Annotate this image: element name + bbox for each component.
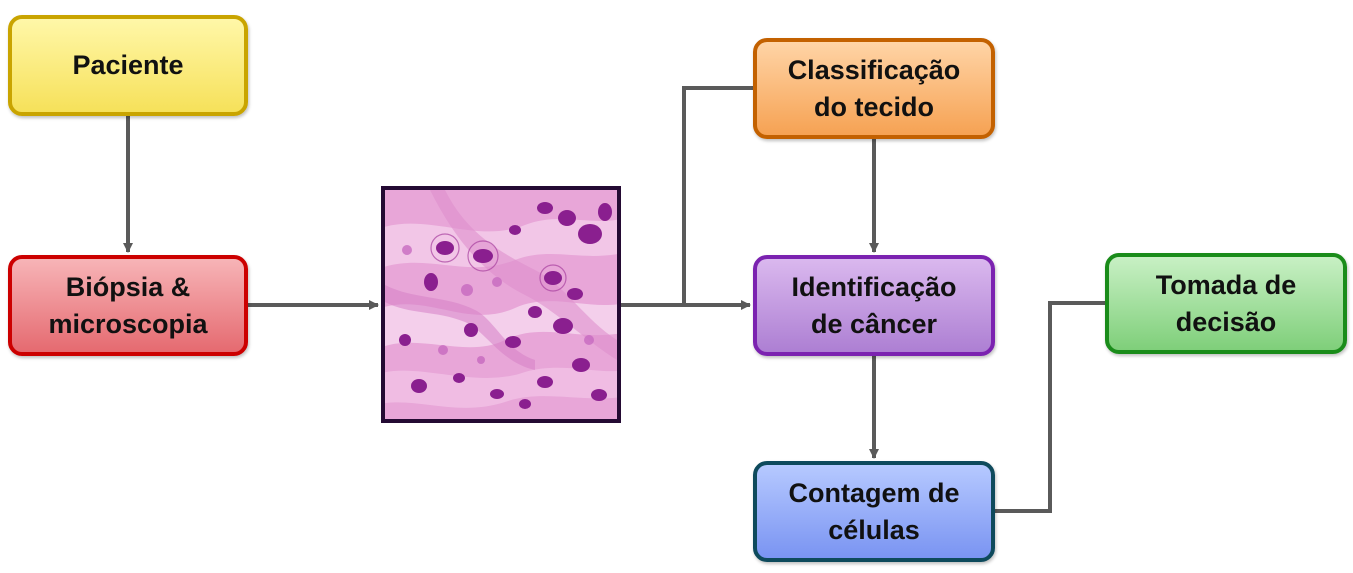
node-identificacao-label: Identificação de câncer [791,272,957,339]
node-biopsia-label: Biópsia & microscopia [48,272,208,339]
node-biopsia-microscopia: Biópsia & microscopia [8,255,248,356]
edge-image-classificacao [682,86,753,305]
node-paciente-label: Paciente [72,50,184,81]
node-contagem-celulas: Contagem de células [753,461,995,562]
histology-image-drawing [385,190,617,419]
node-classificacao-label: Classificação do tecido [787,55,961,122]
histology-image [381,186,621,423]
edge-contagem-tomada [995,301,1105,513]
node-identificacao-cancer: Identificação de câncer [753,255,995,356]
node-paciente: Paciente [8,15,248,116]
node-tomada-decisao: Tomada de decisão [1105,253,1347,354]
node-tomada-label: Tomada de decisão [1155,270,1297,337]
node-contagem-label: Contagem de células [788,478,960,545]
node-classificacao-tecido: Classificação do tecido [753,38,995,139]
